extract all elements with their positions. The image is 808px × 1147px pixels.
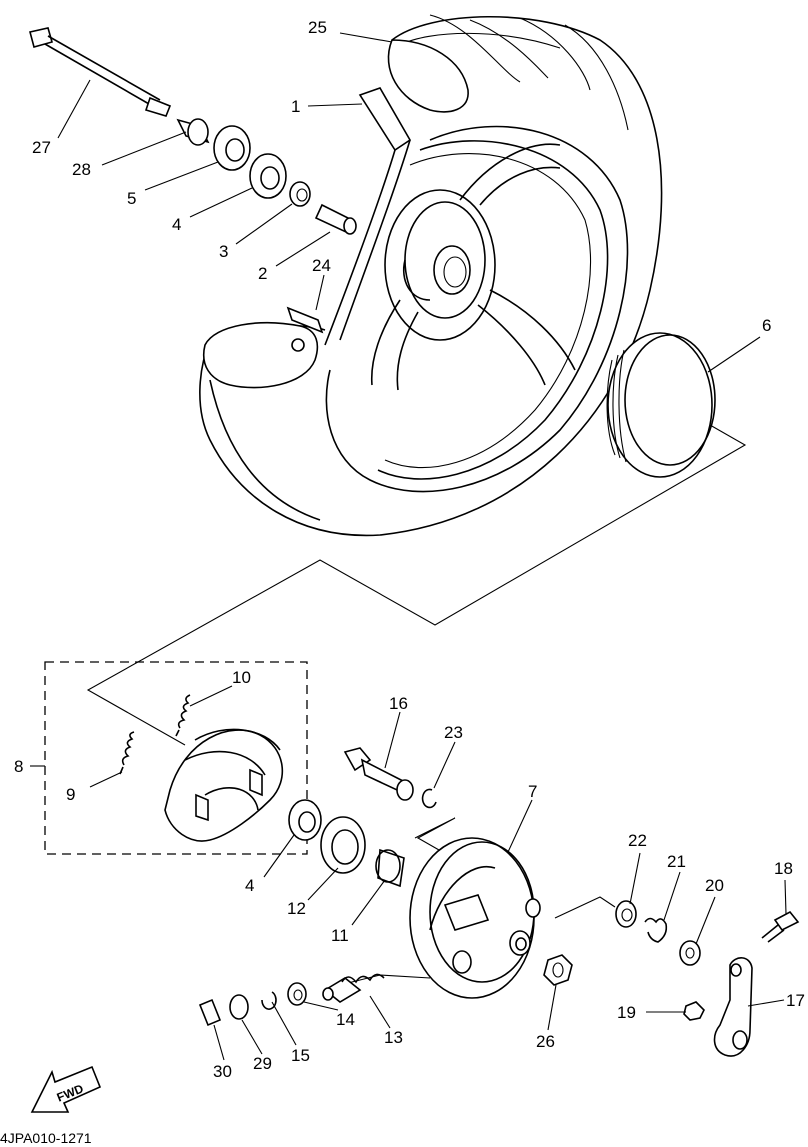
callout-16: 16 xyxy=(389,694,408,713)
cam-lever-17 xyxy=(713,957,753,1057)
callout-5: 5 xyxy=(127,189,136,208)
circlip-23 xyxy=(421,788,437,809)
meter-gear-11 xyxy=(375,848,405,888)
spring-10 xyxy=(175,694,191,737)
callout-30: 30 xyxy=(213,1062,232,1081)
callout-23: 23 xyxy=(444,723,463,742)
nut-19 xyxy=(683,1001,705,1021)
callout-18: 18 xyxy=(774,859,793,878)
callout-25: 25 xyxy=(308,18,327,37)
callout-11: 11 xyxy=(331,926,349,945)
brake-shoe-kit-frame xyxy=(44,661,308,855)
callout-21: 21 xyxy=(667,852,686,871)
damper-6 xyxy=(606,332,716,478)
drive-gear-16 xyxy=(343,747,414,801)
callout-1: 1 xyxy=(291,97,300,116)
callout-28: 28 xyxy=(72,160,91,179)
callout-4-lower: 4 xyxy=(245,876,254,895)
callout-12: 12 xyxy=(287,899,306,918)
brake-shoes-8 xyxy=(164,728,284,842)
callout-19: 19 xyxy=(617,1003,636,1022)
callout-17: 17 xyxy=(786,991,805,1010)
diagram-code: 4JPA010-1271 xyxy=(0,1130,92,1146)
callout-14: 14 xyxy=(336,1010,355,1029)
bearing-5 xyxy=(213,125,251,171)
callout-labels: 25 1 27 28 5 4 3 2 24 6 10 8 9 16 23 7 4… xyxy=(14,18,805,1081)
callout-27: 27 xyxy=(32,138,51,157)
callout-8: 8 xyxy=(14,757,23,776)
bearing-4-upper xyxy=(249,153,287,199)
callout-3: 3 xyxy=(219,242,228,261)
indicator-30 xyxy=(198,998,222,1027)
callout-7: 7 xyxy=(528,782,537,801)
plate-20 xyxy=(679,940,701,966)
seal-22 xyxy=(615,900,637,928)
oil-seal-12 xyxy=(320,816,366,874)
spring-9 xyxy=(119,731,135,775)
fwd-arrow-icon: FWD xyxy=(30,1065,102,1113)
callout-4-upper: 4 xyxy=(172,215,181,234)
o-ring-29 xyxy=(229,994,249,1020)
callout-13: 13 xyxy=(384,1028,403,1047)
spring-21 xyxy=(644,917,668,943)
circlip-15 xyxy=(261,991,277,1010)
callout-26: 26 xyxy=(536,1032,555,1051)
axle-27 xyxy=(29,27,172,117)
callout-10: 10 xyxy=(232,668,251,687)
camshaft-13 xyxy=(322,973,385,1003)
leader-lines xyxy=(30,32,787,1061)
spacer-3 xyxy=(289,181,311,207)
callout-6: 6 xyxy=(762,316,771,335)
callout-15: 15 xyxy=(291,1046,310,1065)
callout-29: 29 xyxy=(253,1054,272,1073)
bolt-18 xyxy=(761,910,800,943)
brake-shoe-plate-7 xyxy=(409,837,541,999)
collar-28 xyxy=(176,118,210,146)
nut-26 xyxy=(543,954,573,986)
callout-2: 2 xyxy=(258,264,267,283)
bearing-4-lower xyxy=(288,799,322,841)
callout-24: 24 xyxy=(312,256,331,275)
tire-and-wheel xyxy=(199,14,663,537)
washer-14 xyxy=(287,982,307,1006)
callout-22: 22 xyxy=(628,831,647,850)
spacer-2 xyxy=(314,203,357,235)
callout-9: 9 xyxy=(66,785,75,804)
callout-20: 20 xyxy=(705,876,724,895)
